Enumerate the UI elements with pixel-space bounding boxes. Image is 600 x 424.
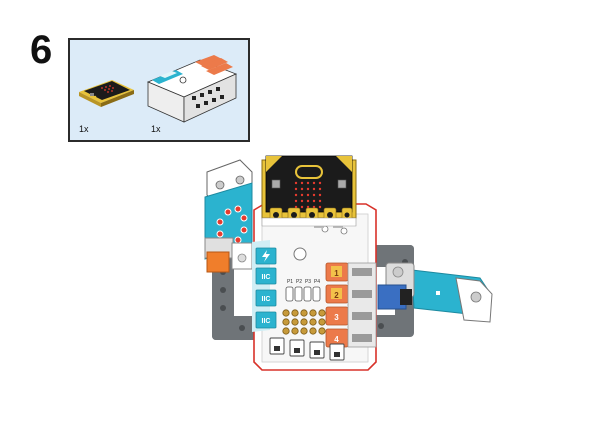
iic-port-label: IIC: [262, 318, 271, 325]
iic-port-label: IIC: [262, 274, 271, 281]
left-sensor-module: [204, 159, 253, 273]
pin-label: P3: [305, 279, 311, 285]
right-servo-module: [377, 262, 493, 323]
motor-port-number: 3: [334, 313, 339, 322]
pin-label: P2: [296, 279, 302, 285]
step-number: 6: [30, 28, 53, 72]
left-port-column: IIC IIC IIC: [255, 247, 277, 329]
motor-port-number: 2: [334, 291, 339, 300]
motor-port-number: 1: [334, 269, 339, 278]
callout-microbit: [79, 80, 134, 107]
pin-label: P4: [314, 279, 320, 285]
microbit-board: [261, 155, 357, 227]
lightning-icon: [262, 250, 270, 262]
iic-port-label: IIC: [262, 296, 271, 303]
motor-port-number: 4: [334, 335, 339, 344]
button-a-icon: [271, 179, 281, 189]
button-b-icon: [337, 179, 347, 189]
pin-labels: P1 P2 P3 P4: [285, 279, 321, 302]
pin-label: P1: [287, 279, 293, 285]
gpio-grid: [282, 309, 326, 335]
microbit-quantity: 1x: [79, 124, 89, 134]
right-port-column: 1 2 3 4: [325, 262, 377, 348]
expansion-board-quantity: 1x: [151, 124, 161, 134]
bottom-connectors: [269, 337, 345, 361]
callout-expansion-board: [146, 55, 238, 123]
